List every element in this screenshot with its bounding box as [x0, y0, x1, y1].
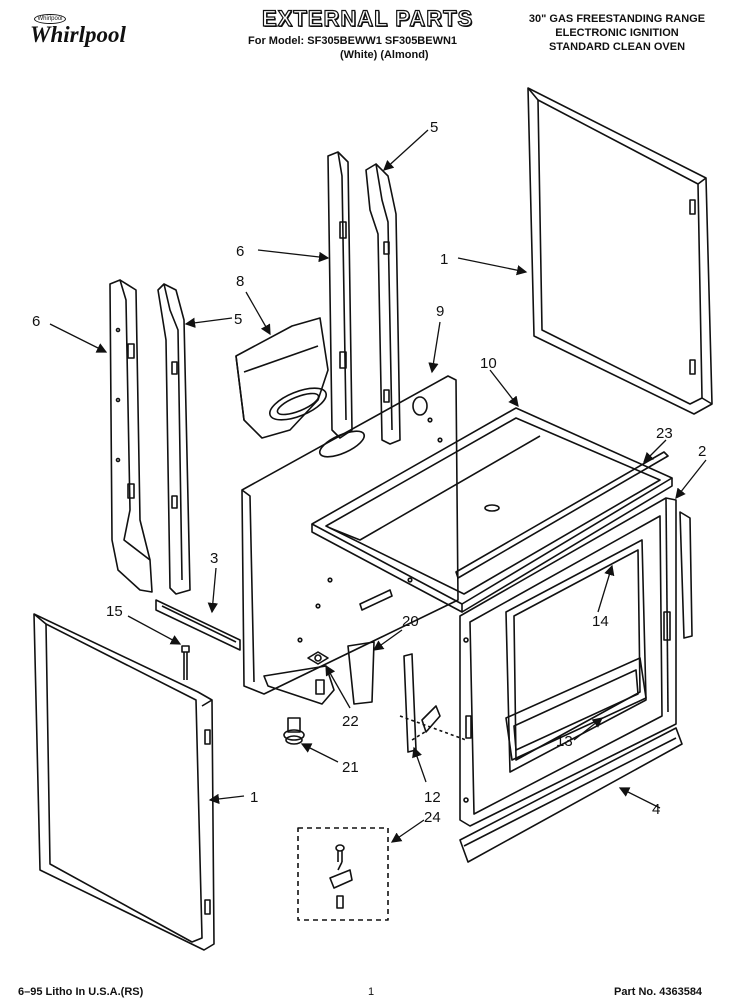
- callout-5-right: 5: [430, 119, 438, 136]
- callout-8: 8: [236, 273, 244, 290]
- footer-part-number: Part No. 4363584: [614, 986, 703, 998]
- clip-22: [307, 651, 329, 665]
- cooktop-panel: [311, 407, 673, 613]
- footer-page-number: 1: [368, 986, 375, 998]
- side-panel-left: [33, 613, 215, 951]
- callout-5-left: 5: [234, 311, 242, 328]
- lower-support: [263, 665, 335, 705]
- callout-2: 2: [698, 443, 706, 460]
- vent-duct: [235, 317, 329, 439]
- leveling-leg: [283, 717, 305, 745]
- side-gasket: [679, 511, 693, 639]
- product-line-2: ELECTRONIC IGNITION: [555, 27, 679, 39]
- callout-20: 20: [402, 613, 419, 630]
- product-description: 30" GAS FREESTANDING RANGE ELECTRONIC IG…: [512, 12, 722, 54]
- front-frame: [459, 497, 677, 827]
- bracket-20: [347, 641, 375, 705]
- brand-logo: Whirlpool: [30, 22, 126, 47]
- callout-6-right: 6: [236, 243, 244, 260]
- callout-1-left: 1: [250, 789, 258, 806]
- bracket: [155, 599, 241, 651]
- back-panel: [241, 375, 459, 695]
- lower-vent: [505, 657, 647, 761]
- side-rail-left-outer: [109, 279, 153, 593]
- callout-21: 21: [342, 759, 359, 776]
- callout-9: 9: [436, 303, 444, 320]
- screw-15: [181, 645, 190, 680]
- variant-line: (White) (Almond): [340, 49, 429, 61]
- callout-numbers: 1 1 2 3 4 5 5 6 6 8 9 10 12 13 14 15 20 …: [32, 119, 706, 826]
- brand-badge: Whirlpool: [34, 14, 66, 24]
- switch-bracket: [399, 653, 467, 753]
- callout-6-left: 6: [32, 313, 40, 330]
- callout-24: 24: [424, 809, 441, 826]
- parts-kit-box: [297, 827, 389, 921]
- callout-14: 14: [592, 613, 609, 630]
- side-rail-left-front: [157, 283, 191, 595]
- callout-12: 12: [424, 789, 441, 806]
- kick-plate: [459, 727, 683, 863]
- callout-15: 15: [106, 603, 123, 620]
- trim-strip: [455, 451, 669, 579]
- product-line-1: 30" GAS FREESTANDING RANGE: [528, 13, 706, 25]
- callout-13: 13: [556, 733, 573, 750]
- side-panel-right: [527, 87, 713, 415]
- callout-10: 10: [480, 355, 497, 372]
- model-line: For Model: SF305BEWW1 SF305BEWN1: [248, 35, 458, 47]
- callout-3: 3: [210, 550, 218, 567]
- callout-22: 22: [342, 713, 359, 730]
- side-rail-right-rear: [327, 151, 353, 439]
- callout-1-right: 1: [440, 251, 448, 268]
- leader-lines: [49, 129, 707, 843]
- product-line-3: STANDARD CLEAN OVEN: [548, 41, 686, 53]
- callout-23: 23: [656, 425, 673, 442]
- door-gasket: [505, 539, 647, 773]
- page-title: EXTERNAL PARTS: [261, 5, 474, 31]
- callout-4: 4: [652, 801, 660, 818]
- footer-litho: 6–95 Litho In U.S.A.(RS): [18, 986, 144, 998]
- side-rail-right-front: [365, 163, 401, 445]
